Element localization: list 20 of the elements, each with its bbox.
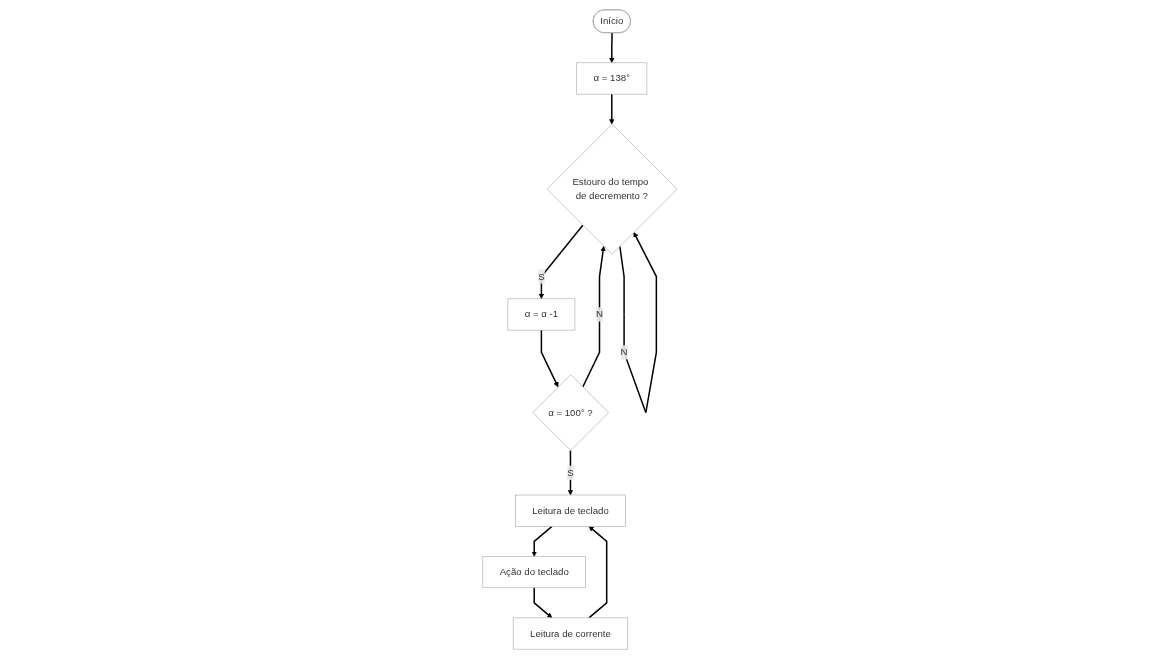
edge-label: S — [566, 467, 574, 478]
node-diamond: Estouro do tempo de decremento ? — [546, 123, 677, 255]
edge-label: N — [595, 309, 603, 320]
arrow — [538, 224, 584, 300]
arrow — [587, 526, 607, 619]
arrow — [608, 32, 614, 64]
node-box: Leitura de teclado — [514, 494, 626, 527]
arrow — [618, 232, 657, 414]
node-box: Ação do teclado — [482, 556, 586, 589]
edge-label: S — [537, 271, 545, 282]
node-box: Leitura de corrente — [512, 617, 628, 650]
arrow — [533, 587, 552, 619]
node-box: α = 138° — [575, 62, 647, 95]
edge-label: N — [620, 346, 628, 358]
arrow — [540, 329, 558, 388]
arrow — [608, 93, 614, 125]
arrow — [531, 525, 553, 557]
arrow — [581, 246, 606, 388]
node-diamond: α = 100° ? — [532, 374, 609, 451]
node-box: α = α -1 — [507, 298, 575, 331]
